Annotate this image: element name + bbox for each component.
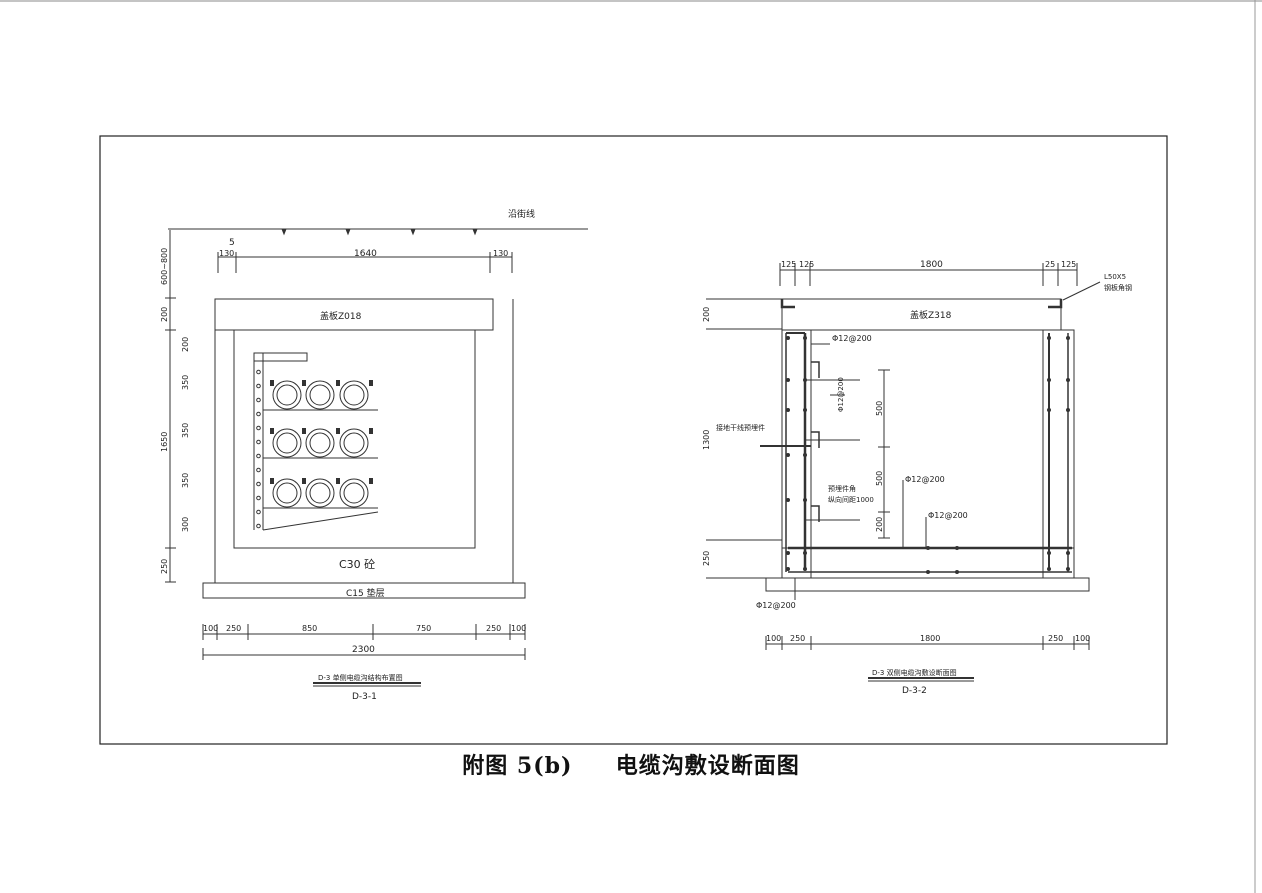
right-corner-note-2: 钢板角钢 [1104, 283, 1132, 292]
right-top-dim-125a: 125 [781, 260, 796, 269]
right-rebar-5: Φ12@200 [756, 601, 796, 610]
left-concrete-label: C30 砼 [339, 558, 375, 571]
left-dim-350a: 350 [181, 375, 190, 390]
right-top-dim-1800: 1800 [920, 260, 943, 270]
right-note-bracket-1: 预埋件角 [828, 484, 856, 493]
right-rebar-2: Φ12@200 [837, 377, 845, 412]
left-section [165, 228, 588, 687]
left-total-width: 2300 [352, 645, 375, 655]
left-top-dim-130b: 130 [493, 249, 508, 258]
left-bottom-dim-250b: 250 [486, 624, 501, 633]
right-bottom-dim-100a: 100 [766, 634, 781, 643]
right-dim-200: 200 [702, 307, 711, 322]
left-cover-label: 盖板Z018 [320, 310, 362, 322]
right-bottom-dim-1800: 1800 [920, 634, 940, 643]
right-top-dim-125b: 125 [799, 260, 814, 269]
right-cover-label: 盖板Z318 [910, 309, 952, 321]
right-bottom-dim-250a: 250 [790, 634, 805, 643]
right-drawing-title: D-3 双侧电缆沟敷设断面图 [872, 668, 957, 677]
left-dim-350b: 350 [181, 423, 190, 438]
right-top-dim-25: 25 [1045, 260, 1055, 269]
left-bottom-dim-250a: 250 [226, 624, 241, 633]
left-dim-250: 250 [160, 559, 169, 574]
left-dim-300: 300 [181, 517, 190, 532]
right-section [706, 263, 1101, 682]
right-dim-250: 250 [702, 551, 711, 566]
left-drawing-title: D-3 单侧电缆沟结构布置图 [318, 673, 403, 682]
right-inner-dim-500a: 500 [875, 401, 884, 416]
cable-row-1 [263, 380, 378, 411]
right-rebar-3: Φ12@200 [905, 475, 945, 484]
drawing-frame [99, 135, 1168, 745]
figure-caption: 附图 5(b) 电缆沟敷设断面图 [0, 748, 1262, 784]
left-base-label: C15 垫层 [346, 587, 385, 599]
right-bottom-dim-100b: 100 [1075, 634, 1090, 643]
left-dim-200b: 200 [181, 337, 190, 352]
left-dim-350c: 350 [181, 473, 190, 488]
left-drawing-no: D-3-1 [352, 692, 377, 702]
right-rebar-4: Φ12@200 [928, 511, 968, 520]
left-road-label: 沿街线 [508, 208, 535, 220]
left-bottom-dim-100b: 100 [511, 624, 526, 633]
right-bottom-dim-250b: 250 [1048, 634, 1063, 643]
figure-number: 附图 5(b) [462, 753, 573, 779]
right-note-bracket-2: 纵向间距1000 [828, 495, 874, 504]
right-note-ground: 接地干线预埋件 [716, 423, 765, 432]
right-top-dim-125c: 125 [1061, 260, 1076, 269]
right-inner-dim-200: 200 [875, 517, 884, 532]
figure-title: 电缆沟敷设断面图 [615, 753, 800, 779]
cable-row-3 [263, 478, 378, 509]
right-drawing-no: D-3-2 [902, 686, 927, 696]
right-corner-note-1: L50X5 [1104, 273, 1126, 281]
right-rebar-1: Φ12@200 [832, 334, 872, 343]
left-dim-depth: 600~800 [160, 248, 169, 285]
right-dim-1300: 1300 [702, 430, 711, 450]
left-dim-200a: 200 [160, 307, 169, 322]
left-dim-1650: 1650 [160, 432, 169, 452]
right-inner-dim-500b: 500 [875, 471, 884, 486]
cable-row-2 [263, 428, 378, 459]
left-top-dim-1640: 1640 [354, 249, 377, 259]
left-top-dim-130a: 130 [219, 249, 234, 258]
left-bottom-dim-100a: 100 [203, 624, 218, 633]
left-bottom-dim-850: 850 [302, 624, 317, 633]
left-bottom-dim-750: 750 [416, 624, 431, 633]
left-top-dim-5: 5 [229, 238, 235, 248]
